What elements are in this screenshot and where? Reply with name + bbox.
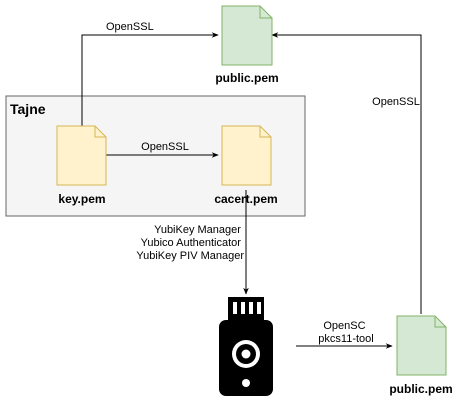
- edge-label-openssl-middle: OpenSSL: [141, 141, 189, 153]
- yubikey-device[interactable]: [219, 297, 273, 396]
- edge-label-yubikey-tools: YubiKey Manager Yubico Authenticator Yub…: [136, 224, 244, 262]
- edge-public-bottom-to-top[interactable]: OpenSSL: [271, 32, 422, 314]
- doc-public-bottom[interactable]: public.pem: [389, 315, 453, 396]
- document-icon: [221, 125, 272, 186]
- edge-label-openssl-top: OpenSSL: [106, 21, 154, 33]
- doc-cacert[interactable]: cacert.pem: [214, 125, 278, 206]
- doc-label-public-top: public.pem: [215, 71, 278, 85]
- edge-label-opensc: OpenSC pkcs11-tool: [318, 320, 373, 345]
- doc-label-public-bottom: public.pem: [389, 382, 452, 396]
- document-icon: [396, 315, 447, 376]
- doc-public-top[interactable]: public.pem: [215, 5, 279, 85]
- tool-opensc: OpenSC: [323, 320, 365, 332]
- edge-cacert-to-yubikey[interactable]: YubiKey Manager Yubico Authenticator Yub…: [136, 190, 249, 295]
- usb-security-key-icon: [219, 297, 273, 396]
- doc-key[interactable]: key.pem: [56, 125, 107, 206]
- edge-label-openssl-right: OpenSSL: [372, 96, 420, 108]
- doc-label-key: key.pem: [58, 192, 105, 206]
- document-icon: [221, 5, 273, 66]
- edge-yubikey-to-public[interactable]: OpenSC pkcs11-tool: [296, 320, 393, 349]
- edge-key-to-public[interactable]: OpenSSL: [81, 21, 219, 126]
- document-icon: [56, 125, 107, 186]
- tool-pkcs11-tool: pkcs11-tool: [318, 333, 373, 345]
- edge-key-to-cacert[interactable]: OpenSSL: [106, 141, 219, 158]
- tool-yubico-authenticator: Yubico Authenticator: [141, 237, 242, 249]
- group-title: Tajne: [10, 101, 46, 117]
- tool-yubikey-piv-manager: YubiKey PIV Manager: [136, 250, 244, 262]
- tool-yubikey-manager: YubiKey Manager: [154, 224, 241, 236]
- doc-label-cacert: cacert.pem: [214, 192, 277, 206]
